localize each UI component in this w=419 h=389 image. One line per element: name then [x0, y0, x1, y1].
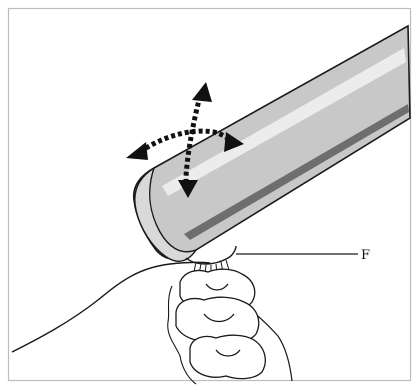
callout-label: F: [361, 248, 370, 263]
tooth-2: [176, 297, 259, 342]
teeth-icon: [168, 269, 266, 384]
tooth-3: [190, 335, 265, 378]
